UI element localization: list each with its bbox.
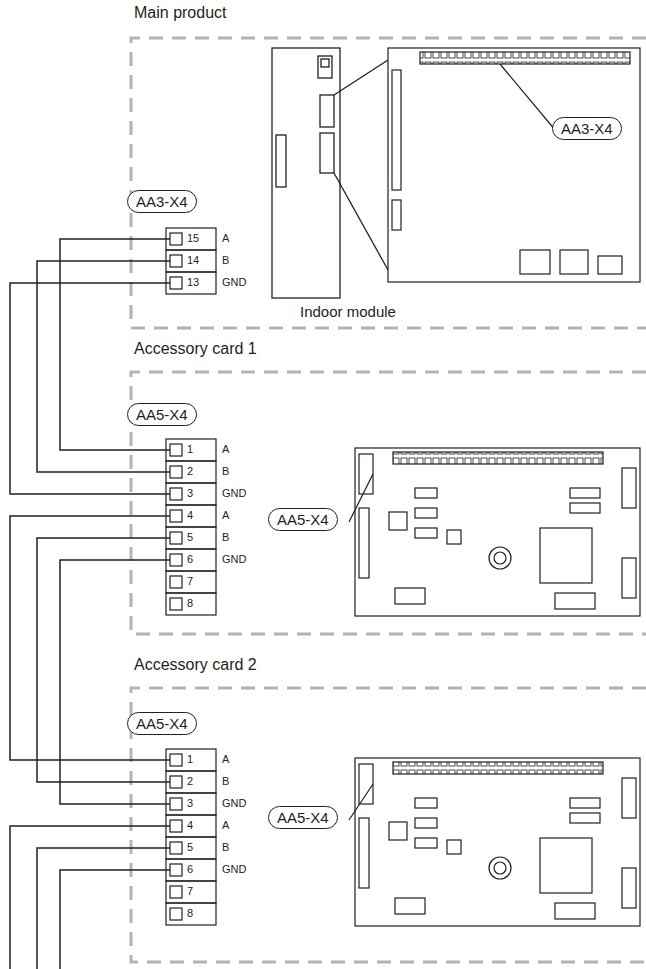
terminal-number: 3 xyxy=(187,488,193,499)
region-heading: Accessory card 1 xyxy=(134,340,257,357)
pin-name: GND xyxy=(222,554,246,565)
callout-label: AA3-X4 xyxy=(127,190,197,213)
callout-label: AA5-X4 xyxy=(127,403,197,426)
product-region: Main productAA3-X4AA3-X4 xyxy=(127,4,642,330)
pin-name: A xyxy=(222,233,229,244)
pin-name: A xyxy=(222,820,229,831)
terminal-number: 7 xyxy=(187,886,193,897)
pin-name: A xyxy=(222,444,229,455)
main-circuit-board xyxy=(388,48,640,282)
callout-label: AA5-X4 xyxy=(127,712,197,735)
pin-name: GND xyxy=(222,864,246,875)
terminal-number: 8 xyxy=(187,908,193,919)
product-region: Accessory card 2AA5-X4AA5-X4 xyxy=(127,656,642,964)
callout-label: AA3-X4 xyxy=(552,117,622,140)
callout-label: AA5-X4 xyxy=(268,806,338,829)
terminal-number: 1 xyxy=(187,754,193,765)
product-region: Accessory card 1AA5-X4AA5-X4 xyxy=(127,340,642,636)
region-heading: Accessory card 2 xyxy=(134,656,257,673)
pin-name: B xyxy=(222,466,229,477)
terminal-number: 4 xyxy=(187,510,193,521)
pin-name: A xyxy=(222,754,229,765)
pin-name: B xyxy=(222,255,229,266)
terminal-number: 5 xyxy=(187,532,193,543)
region-borders xyxy=(131,38,646,962)
terminal-number: 7 xyxy=(187,576,193,587)
module-name: Indoor module xyxy=(300,304,396,319)
pin-name: B xyxy=(222,776,229,787)
callout-text: AA5-X4 xyxy=(277,511,329,528)
terminal-number: 6 xyxy=(187,554,193,565)
terminal-number: 2 xyxy=(187,466,193,477)
callout-text: AA5-X4 xyxy=(277,809,329,826)
terminal-number: 8 xyxy=(187,598,193,609)
terminal-number: 1 xyxy=(187,444,193,455)
terminal-number: 3 xyxy=(187,798,193,809)
indoor-module xyxy=(272,48,388,298)
callout-label: AA5-X4 xyxy=(268,508,338,531)
terminal-number: 5 xyxy=(187,842,193,853)
terminal-number: 6 xyxy=(187,864,193,875)
pin-name: B xyxy=(222,842,229,853)
callout-text: AA3-X4 xyxy=(136,193,188,210)
pin-name: GND xyxy=(222,488,246,499)
pin-name: GND xyxy=(222,277,246,288)
terminal-number: 4 xyxy=(187,820,193,831)
terminal-number: 15 xyxy=(187,233,199,244)
terminal-number: 14 xyxy=(187,255,199,266)
terminal-number: 13 xyxy=(187,277,199,288)
callout-text: AA5-X4 xyxy=(136,715,188,732)
accessory-circuit-boards xyxy=(349,448,640,926)
terminal-blocks xyxy=(166,228,216,925)
pin-name: B xyxy=(222,532,229,543)
region-heading: Main product xyxy=(134,4,227,21)
callout-text: AA5-X4 xyxy=(136,406,188,423)
pin-name: A xyxy=(222,510,229,521)
pin-name: GND xyxy=(222,798,246,809)
terminal-number: 2 xyxy=(187,776,193,787)
callout-text: AA3-X4 xyxy=(561,120,613,137)
